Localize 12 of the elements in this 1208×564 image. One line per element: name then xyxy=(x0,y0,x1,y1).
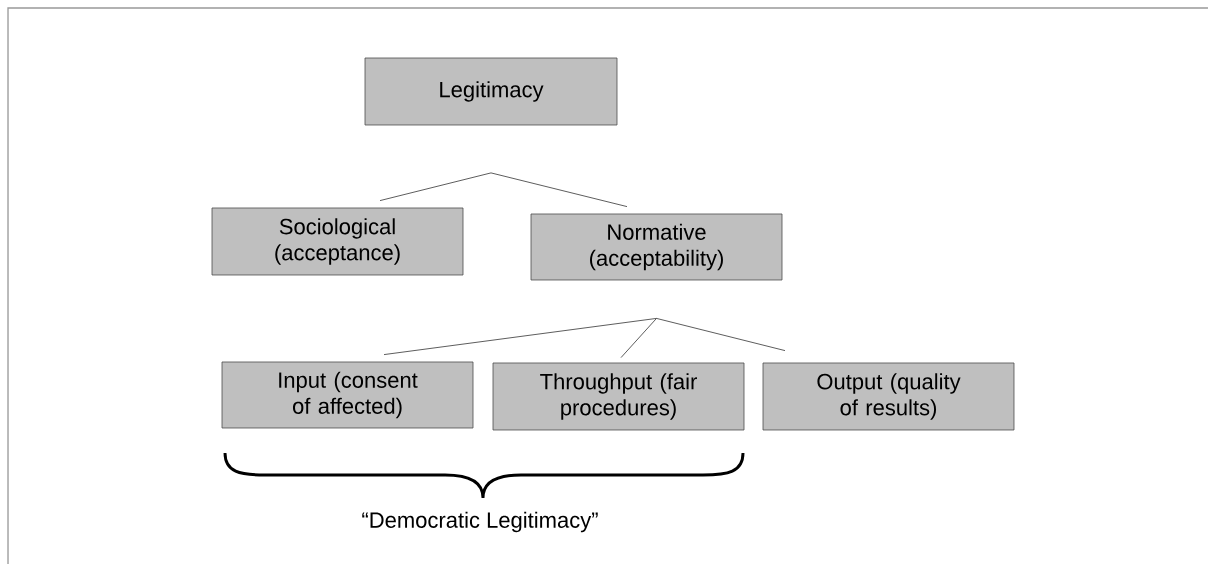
category-box: Normative (acceptability) xyxy=(530,213,783,281)
category-box: Legitimacy xyxy=(364,57,618,126)
connector-line xyxy=(490,172,628,207)
connector-line xyxy=(620,318,657,358)
connector-line xyxy=(656,318,786,351)
category-box: Throughput (fair procedures) xyxy=(492,362,745,431)
brace-label: “Democratic Legitimacy” xyxy=(362,511,598,533)
category-box: Output (quality of results) xyxy=(762,362,1015,431)
connector-line xyxy=(383,318,657,355)
category-box: Sociological (acceptance) xyxy=(211,207,464,276)
connector-line xyxy=(379,172,492,201)
category-box: Input (consent of affected) xyxy=(221,361,474,429)
